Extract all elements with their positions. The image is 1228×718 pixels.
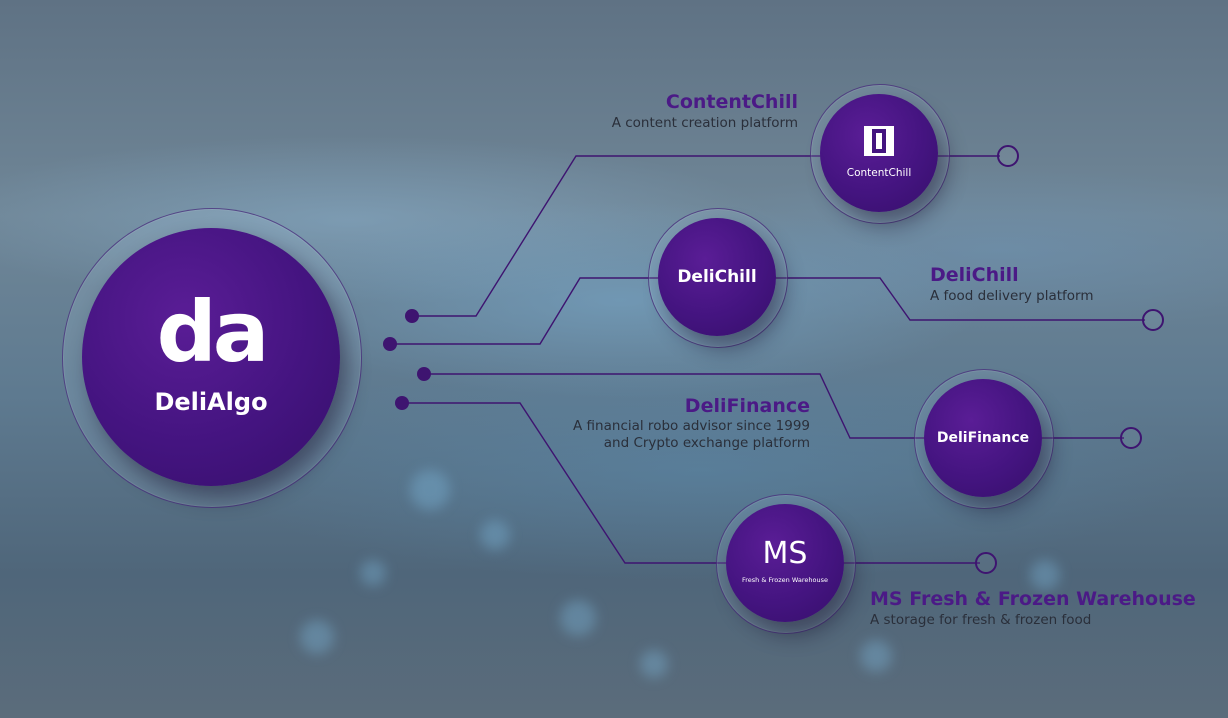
delifinance-node[interactable]: DeliFinance xyxy=(924,379,1042,497)
background-bokeh xyxy=(300,620,334,654)
background-bokeh xyxy=(560,600,596,636)
origin-dot-delifinance xyxy=(417,367,431,381)
delifinance-desc-line-2: and Crypto exchange platform xyxy=(603,435,810,451)
delifinance-desc-line-1: A financial robo advisor since 1999 xyxy=(573,418,810,434)
origin-dot-delichill xyxy=(383,337,397,351)
contentchill-desc: A content creation platform xyxy=(611,115,798,131)
end-marker-contentchill xyxy=(997,145,1019,167)
background-bokeh xyxy=(480,520,510,550)
background-bokeh xyxy=(1030,560,1060,590)
delichill-title: DeliChill xyxy=(930,264,1019,286)
delichill-node[interactable]: DeliChill xyxy=(658,218,776,336)
msfresh-title: MS Fresh & Frozen Warehouse xyxy=(870,588,1196,610)
msfresh-logo-subtext: Fresh & Frozen Warehouse xyxy=(742,576,828,584)
delialgo-node[interactable]: da DeliAlgo xyxy=(82,228,340,486)
end-marker-delifinance xyxy=(1120,427,1142,449)
background-bokeh xyxy=(360,560,386,586)
end-marker-msfresh xyxy=(975,552,997,574)
delialgo-name: DeliAlgo xyxy=(154,388,268,416)
origin-dot-contentchill xyxy=(405,309,419,323)
contentchill-logo-text: ContentChill xyxy=(846,166,912,179)
origin-dot-msfresh xyxy=(395,396,409,410)
msfresh-logo-text: MS xyxy=(762,536,808,571)
background-bokeh xyxy=(860,640,892,672)
background-bokeh xyxy=(410,470,450,510)
delialgo-logo-mark: da xyxy=(156,283,270,381)
delichill-desc: A food delivery platform xyxy=(930,288,1094,304)
background-bokeh xyxy=(640,650,668,678)
contentchill-node[interactable]: ContentChill xyxy=(820,94,938,212)
delifinance-title: DeliFinance xyxy=(684,395,810,417)
msfresh-desc: A storage for fresh & frozen food xyxy=(870,612,1092,628)
link-contentchill xyxy=(412,155,1000,317)
delifinance-logo-text: DeliFinance xyxy=(936,430,1030,446)
contentchill-title: ContentChill xyxy=(665,91,798,113)
end-marker-delichill xyxy=(1142,309,1164,331)
delichill-logo-text: DeliChill xyxy=(677,267,757,287)
contentchill-logo-icon xyxy=(864,125,894,156)
msfresh-node[interactable]: MS Fresh & Frozen Warehouse xyxy=(726,504,844,622)
